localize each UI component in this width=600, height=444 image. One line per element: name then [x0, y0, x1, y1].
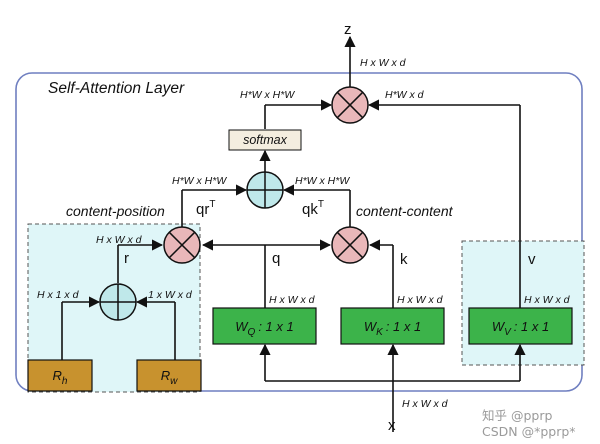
- rw-box: [136, 359, 202, 392]
- qk-label: qkT: [302, 199, 324, 218]
- attn-dim-label: H*W x H*W: [240, 89, 295, 101]
- v-mult-dim-label: H*W x d: [385, 89, 425, 101]
- input-dim: H x W x d: [402, 398, 449, 410]
- content-content-label: content-content: [356, 203, 454, 219]
- input-symbol: x: [388, 417, 396, 434]
- output-symbol: z: [344, 21, 352, 38]
- softmax-label: softmax: [243, 133, 288, 147]
- qk-add-dim-label: H*W x H*W: [295, 175, 350, 187]
- content-position-multiply-node: [163, 226, 201, 264]
- wq-box: [212, 307, 317, 345]
- wk-label: WK: 1 x 1: [364, 319, 421, 338]
- wq-out-dim-label: H x W x d: [269, 294, 316, 306]
- watermark-zhihu: 知乎 @pprp: [482, 408, 552, 423]
- wk-box: [340, 307, 445, 345]
- rh-label: Rh: [53, 368, 68, 387]
- qr-add-dim-label: H*W x H*W: [172, 175, 227, 187]
- output-multiply-node: [331, 86, 369, 124]
- rw-out-dim-label: 1 x W x d: [148, 289, 193, 301]
- wv-label: WV: 1 x 1: [492, 319, 549, 338]
- positional-add-node: [99, 283, 137, 321]
- output-dim: H x W x d: [360, 57, 407, 69]
- rh-out-dim-label: H x 1 x d: [37, 289, 80, 301]
- logits-add-node: [246, 171, 284, 209]
- content-content-multiply-node: [331, 226, 369, 264]
- wv-out-dim-label: H x W x d: [524, 294, 571, 306]
- layer-title: Self-Attention Layer: [48, 80, 185, 97]
- watermark-csdn: CSDN @*pprp*: [482, 424, 576, 439]
- rh-box: [27, 359, 93, 392]
- wk-out-dim-label: H x W x d: [397, 294, 444, 306]
- softmax-box: [228, 129, 302, 151]
- k-label: k: [400, 251, 408, 268]
- content-position-label: content-position: [66, 203, 165, 219]
- r-sum-dim-label: H x W x d: [96, 234, 143, 246]
- wv-box: [468, 307, 573, 345]
- layer-border: [15, 72, 583, 392]
- rw-label: Rw: [161, 368, 178, 387]
- q-label: q: [272, 250, 280, 267]
- qr-label: qrT: [196, 199, 215, 218]
- r-label: r: [124, 250, 129, 267]
- wq-label: WQ: 1 x 1: [235, 319, 293, 338]
- v-label: v: [528, 251, 536, 268]
